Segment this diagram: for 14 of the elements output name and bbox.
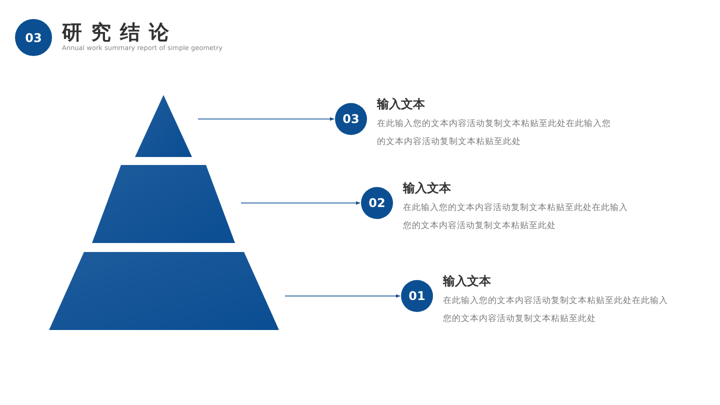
- number-badge: 03: [15, 19, 52, 56]
- arrow: [240, 201, 360, 205]
- arrow: [198, 117, 334, 121]
- body-text: 在此输入您的文本内容活动复制文本粘贴至此处在此输入您的文本内容活动复制文本粘贴至此处: [403, 202, 629, 233]
- number-badge: 02: [361, 187, 393, 219]
- heading: 输入文本: [443, 273, 491, 290]
- heading: 输入文本: [403, 180, 451, 197]
- heading: 输入文本: [377, 96, 425, 113]
- body-text: 在此输入您的文本内容活动复制文本粘贴至此处在此输入您的文本内容活动复制文本粘贴至此处: [377, 118, 612, 149]
- title: 研究结论: [62, 19, 178, 45]
- arrow: [284, 294, 400, 298]
- body-text: 在此输入您的文本内容活动复制文本粘贴至此处在此输入您的文本内容活动复制文本粘贴至此处: [443, 294, 669, 326]
- number-badge: 03: [335, 103, 367, 135]
- number-badge: 01: [401, 280, 433, 312]
